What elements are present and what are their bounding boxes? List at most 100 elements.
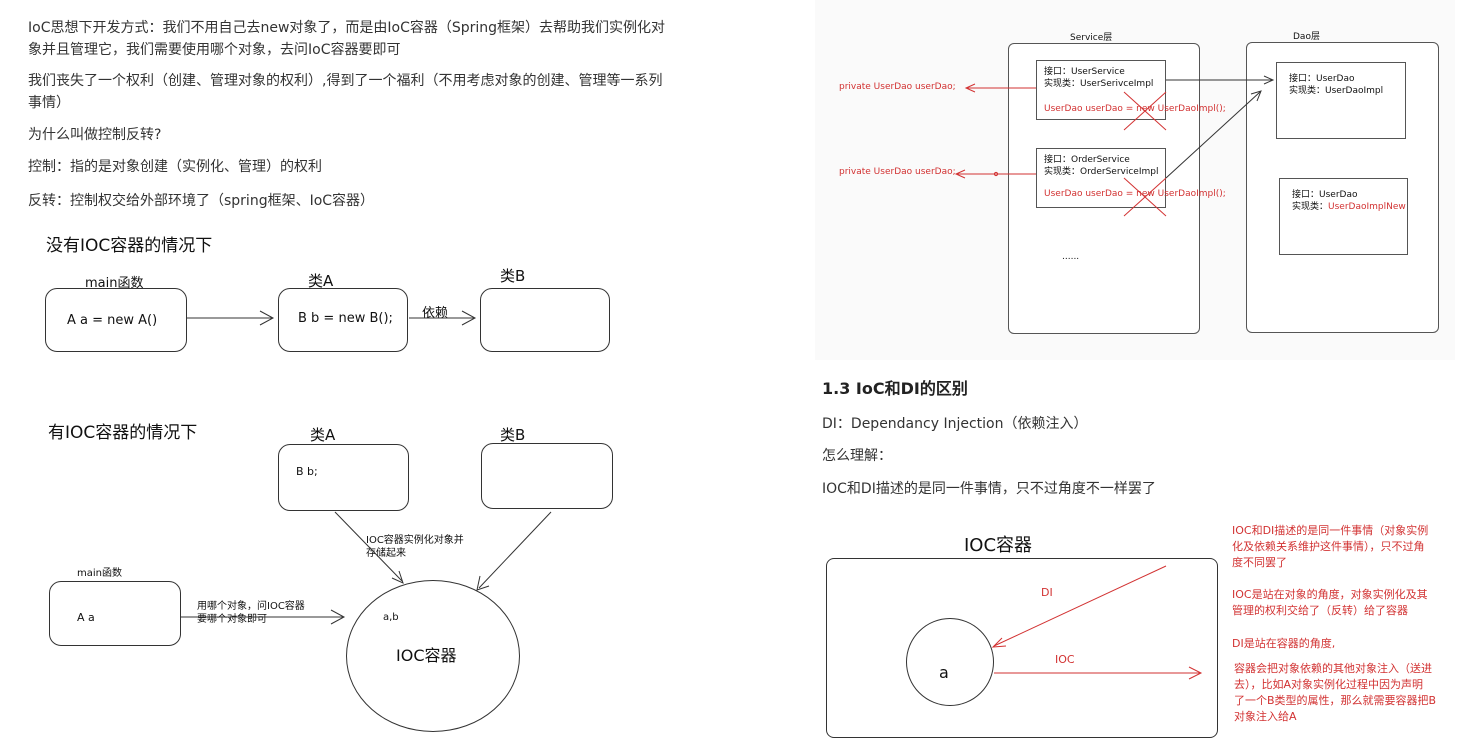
ioc-arrow-label: IOC [1055, 653, 1075, 666]
dao-impl-new-class: 实现类：UserDaoImplNew [1292, 201, 1406, 213]
note-ioc-perspective: IOC是站在对象的角度，对象实例化及其 管理的权利交给了（反转）给了容器 [1232, 587, 1437, 619]
diagram2-ask-text: 用哪个对象，问IOC容器 要哪个对象即可 [197, 600, 305, 626]
service-ellipsis: ...... [1062, 252, 1080, 262]
cross-order-service-2 [1123, 177, 1167, 217]
diagram1-title: 没有IOC容器的情况下 [46, 236, 213, 256]
diagram2-title: 有IOC容器的情况下 [48, 423, 198, 443]
diagram1-main-box: A a = new A() [45, 288, 187, 352]
diagram1-classA-code: B b = new B(); [298, 311, 393, 326]
note-line-9: 了一个B类型的属性，那么就需要容器把B [1234, 694, 1437, 707]
diagram2-main-box: A a [49, 581, 181, 646]
diagram1-main-label: main函数 [85, 276, 144, 291]
arrowhead-user-service-to-dao [1263, 75, 1275, 85]
dao-impl-box [1276, 62, 1406, 139]
diagram2-instantiate-text: IOC容器实例化对象并 存储起来 [366, 534, 464, 560]
paragraph-lost-right-line2: 事情） [28, 95, 70, 111]
diagram2-classA-label: 类A [310, 426, 336, 444]
service-layer-label: Service层 [1070, 33, 1113, 43]
arrow-classA-to-container [334, 511, 403, 582]
user-service-text: 接口：UserService 实现类：UserSerivceImpl [1044, 66, 1153, 90]
diagram1-classA-box: B b = new B(); [278, 288, 408, 352]
field-declaration-1: private UserDao userDao; [839, 82, 956, 92]
cross-user-service-2 [1123, 91, 1167, 131]
note-line-6: DI是站在容器的角度, [1232, 637, 1336, 650]
order-service-impl: 实现类：OrderServiceImpl [1044, 167, 1159, 177]
dao-impl-new-class-name: UserDaoImplNew [1328, 202, 1406, 212]
diagram2-classB-label: 类B [500, 426, 526, 444]
diagram2-ioc-container-circle [346, 580, 520, 732]
note-same-thing: IOC和DI描述的是同一件事情（对象实例 化及依赖关系维护这件事情），只不过角 … [1232, 523, 1437, 571]
arrowhead-main-to-container [330, 609, 346, 625]
object-a-label: a [939, 663, 949, 682]
note-line-3: 度不同罢了 [1232, 556, 1287, 569]
user-service-new-statement: UserDao userDao = new UserDaoImpl(); [1044, 104, 1226, 114]
same-thing-text: IOC和DI描述的是同一件事情，只不过角度不一样罢了 [822, 481, 1156, 497]
diagram2-classA-box: B b; [278, 444, 409, 511]
section-title: 1.3 IoC和DI的区别 [822, 379, 968, 398]
object-a-circle [906, 618, 994, 706]
arrowhead-classB-to-container [476, 575, 490, 591]
field-declaration-2: private UserDao userDao; [839, 167, 956, 177]
diagram2-instantiate-text-line2: 存储起来 [366, 548, 406, 559]
diagram2-classB-box [481, 443, 613, 509]
ioc-container-title: IOC容器 [964, 535, 1033, 556]
arrowhead-main-to-classA [259, 310, 275, 326]
paragraph-lost-right-line1: 我们丧失了一个权利（创建、管理对象的权利）,得到了一个福利（不用考虑对象的创建、… [28, 73, 663, 89]
arrow-classB-to-container [478, 511, 552, 589]
di-arrow-label: DI [1041, 586, 1053, 599]
order-service-text: 接口：OrderService 实现类：OrderServiceImpl [1044, 154, 1158, 178]
paragraph-ioc-dev-line2: 象并且管理它，我们需要使用哪个对象，去问IoC容器要即可 [28, 42, 401, 58]
diagram2-ask-text-line1: 用哪个对象，问IOC容器 [197, 601, 305, 612]
note-line-8: 去），比如A对象实例化过程中因为声明 [1234, 678, 1424, 691]
diagram1-depends-label: 依赖 [422, 306, 449, 321]
arrowhead-di [991, 637, 1007, 648]
arrowhead-order-service-to-dao [1250, 90, 1262, 102]
dao-layer-label: Dao层 [1293, 32, 1320, 42]
arrow-di [993, 565, 1167, 647]
dao-impl-text: 接口：UserDao 实现类：UserDaoImpl [1289, 73, 1383, 97]
diagram2-instantiate-text-line1: IOC容器实例化对象并 [366, 535, 464, 546]
arrowhead-order-field [954, 169, 966, 179]
arrowhead-classA-to-classB [461, 310, 477, 326]
dao-impl-class: 实现类：UserDaoImpl [1289, 86, 1384, 96]
diagram2-main-code: A a [77, 611, 95, 624]
note-line-2: 化及依赖关系维护这件事情），只不过角 [1232, 540, 1425, 553]
note-line-10: 对象注入给A [1234, 710, 1297, 723]
paragraph-reverse: 反转：控制权交给外部环境了（spring框架、IoC容器） [28, 193, 375, 209]
diagram1-main-code: A a = new A() [67, 313, 158, 328]
arrow-order-service-to-dao [1165, 91, 1261, 179]
dao-impl-new-box [1279, 178, 1408, 255]
diagram2-ask-text-line2: 要哪个对象即可 [197, 614, 267, 625]
note-injection-detail: 容器会把对象依赖的其他对象注入（送进 去），比如A对象实例化过程中因为声明 了一… [1234, 661, 1439, 725]
diagram1-classB-box [480, 288, 610, 352]
dao-impl-new-class-prefix: 实现类： [1292, 202, 1329, 212]
user-service-impl: 实现类：UserSerivceImpl [1044, 79, 1154, 89]
arrowhead-user-field [964, 83, 976, 93]
note-line-1: IOC和DI描述的是同一件事情（对象实例 [1232, 524, 1429, 537]
note-line-5: 管理的权利交给了（反转）给了容器 [1232, 604, 1408, 617]
diagram1-classB-label: 类B [500, 267, 526, 285]
note-di-perspective: DI是站在容器的角度, [1232, 636, 1437, 652]
note-line-4: IOC是站在对象的角度，对象实例化及其 [1232, 588, 1428, 601]
arrowhead-ioc [1188, 666, 1203, 680]
paragraph-control: 控制：指的是对象创建（实例化、管理）的权利 [28, 159, 322, 175]
diagram2-classA-code: B b; [296, 465, 318, 478]
connector-lines [181, 75, 1275, 680]
note-line-7: 容器会把对象依赖的其他对象注入（送进 [1234, 662, 1432, 675]
how-to-understand: 怎么理解： [822, 448, 892, 464]
order-service-interface: 接口：OrderService [1044, 155, 1130, 165]
diagram1-classA-label: 类A [308, 272, 334, 290]
paragraph-why-question: 为什么叫做控制反转? [28, 127, 162, 143]
dao-impl-interface: 接口：UserDao [1289, 74, 1355, 84]
diagram2-main-label: main函数 [77, 568, 122, 579]
arrowhead-classA-to-container [391, 570, 404, 584]
user-service-interface: 接口：UserService [1044, 67, 1125, 77]
di-definition: DI：Dependancy Injection（依赖注入） [822, 416, 1088, 432]
diagram2-container-label: IOC容器 [396, 646, 457, 665]
dao-impl-new-text: 接口：UserDao 实现类：UserDaoImplNew [1292, 189, 1406, 213]
paragraph-ioc-dev-line1: IoC思想下开发方式：我们不用自己去new对象了，而是由IoC容器（Spring… [28, 20, 666, 36]
arrow-order-field-dot [993, 171, 999, 177]
dao-impl-new-interface: 接口：UserDao [1292, 190, 1358, 200]
diagram2-container-ab: a,b [383, 612, 399, 623]
order-service-new-statement: UserDao userDao = new UserDaoImpl(); [1044, 189, 1226, 199]
